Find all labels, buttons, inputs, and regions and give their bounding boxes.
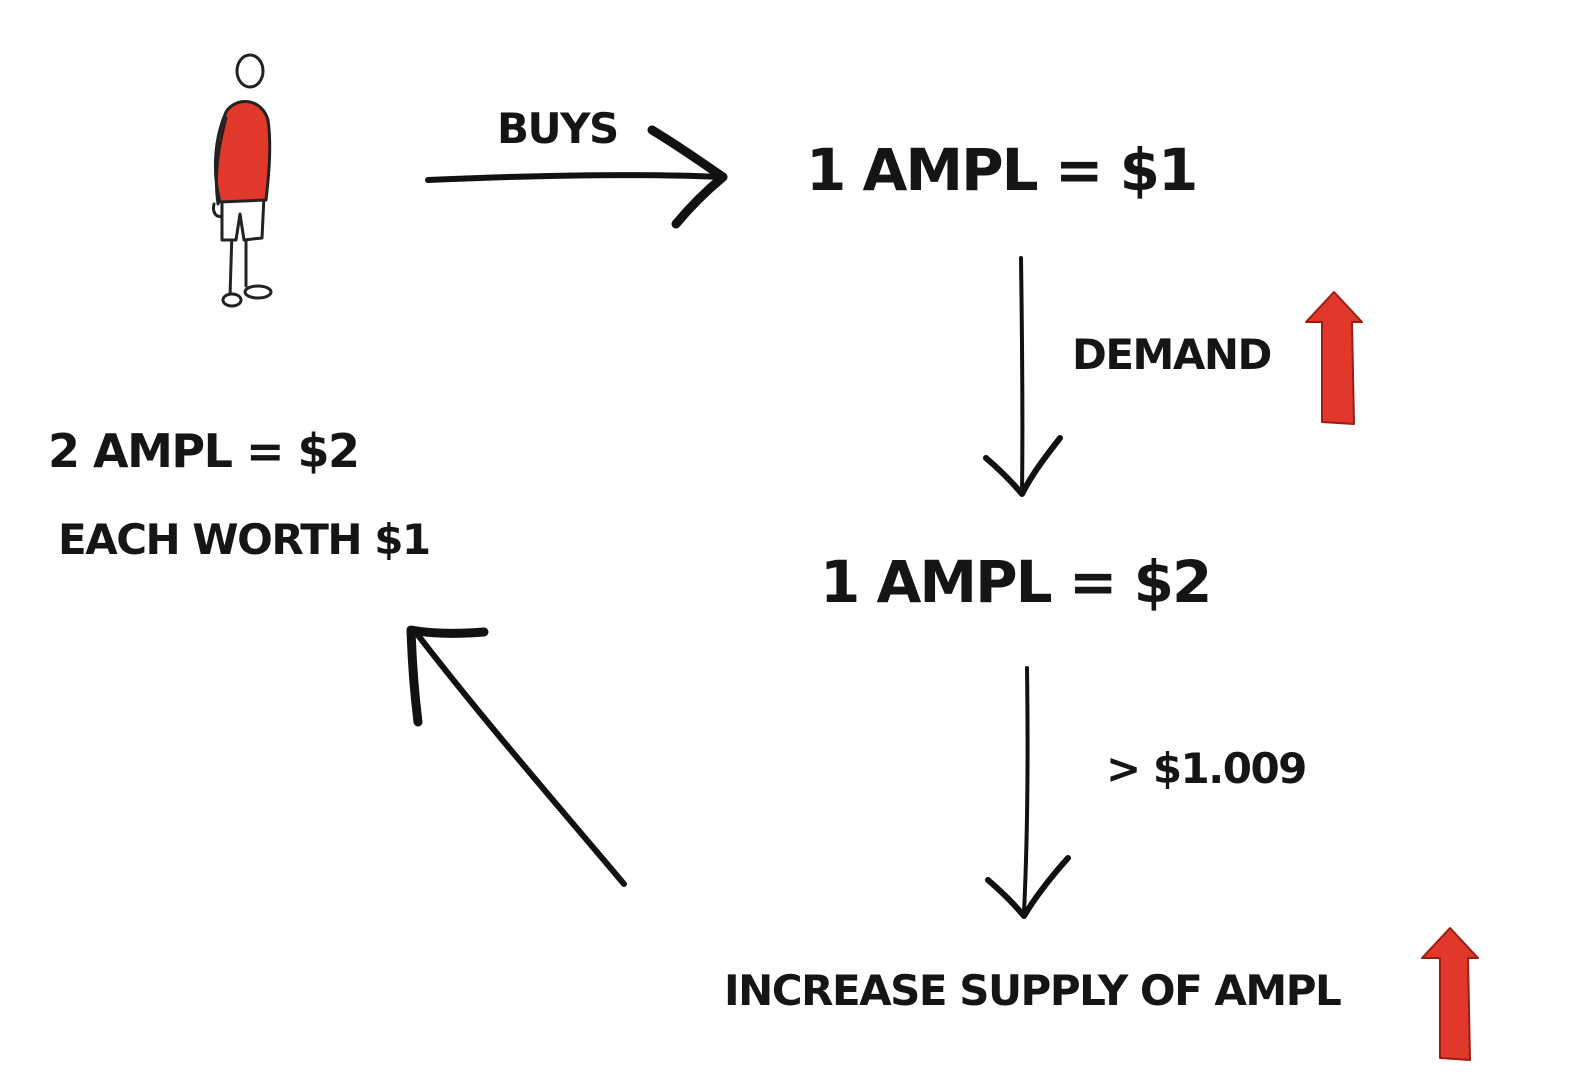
red-up-arrow-icon bbox=[1305, 291, 1363, 425]
threshold-arrow bbox=[985, 666, 1071, 919]
price-after-label: 1 AMPL = $2 bbox=[820, 548, 1212, 616]
demand-arrow bbox=[983, 256, 1063, 497]
person-figure-icon bbox=[212, 53, 273, 308]
red-up-arrow-icon bbox=[1421, 927, 1479, 1061]
demand-label: DEMAND bbox=[1072, 330, 1272, 379]
buys-label: BUYS bbox=[497, 104, 619, 153]
return-arrow bbox=[406, 625, 627, 887]
each-worth-label: EACH WORTH $1 bbox=[58, 515, 431, 564]
price-before-label: 1 AMPL = $1 bbox=[806, 136, 1198, 204]
supply-label: INCREASE SUPPLY OF AMPL bbox=[724, 966, 1342, 1015]
holdings-label: 2 AMPL = $2 bbox=[48, 424, 360, 478]
threshold-label: > $1.009 bbox=[1106, 744, 1307, 793]
buys-arrow bbox=[425, 125, 728, 229]
